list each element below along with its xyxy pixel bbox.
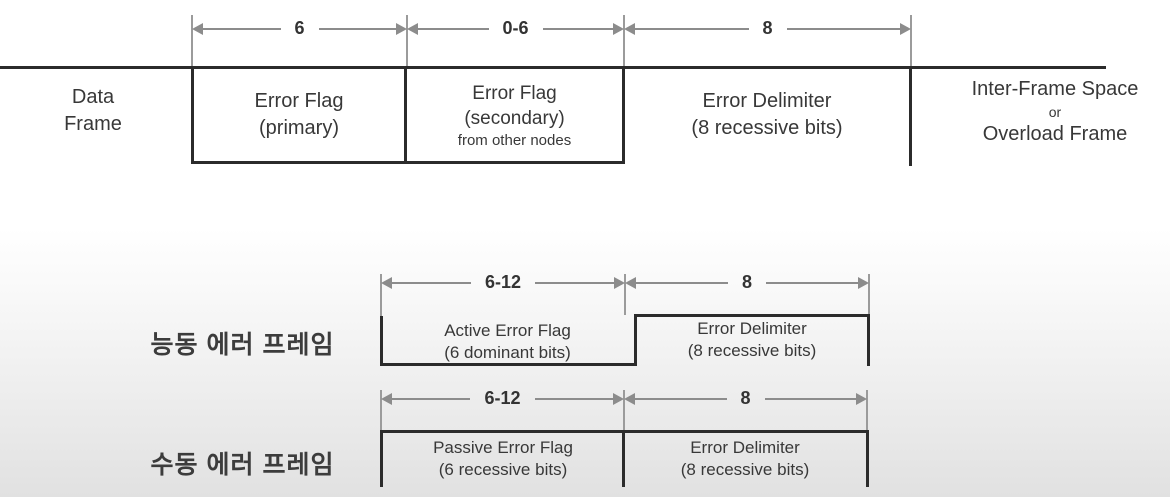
dim-error-flag-primary: 6 — [192, 18, 408, 38]
dim-active-error-flag: 6-12 — [381, 272, 625, 292]
dim-guide — [191, 15, 193, 68]
active-delimiter-line1: Error Delimiter — [697, 319, 807, 338]
arrowhead-right-icon — [396, 23, 408, 35]
passive-delimiter-line1: Error Delimiter — [690, 438, 800, 457]
dim-error-delimiter: 8 — [624, 18, 912, 38]
inter-frame-line2: or — [1048, 104, 1062, 120]
data-frame-line1: Data — [71, 86, 115, 108]
dim-line — [542, 28, 614, 30]
arrowhead-left-icon — [624, 393, 635, 405]
arrowhead-left-icon — [624, 23, 635, 35]
dim-guide — [623, 15, 625, 68]
active-error-flag-label: Active Error Flag (6 dominant bits) — [385, 320, 630, 364]
dim-line — [203, 28, 281, 30]
error-delimiter-label: Error Delimiter (8 recessive bits) — [617, 88, 917, 142]
dim-label: 8 — [762, 17, 773, 38]
dim-line — [318, 28, 397, 30]
arrowhead-left-icon — [625, 277, 636, 289]
passive-flag-right-edge — [622, 430, 625, 487]
dim-guide — [910, 15, 912, 68]
arrowhead-left-icon — [192, 23, 203, 35]
dim-line — [635, 398, 727, 400]
data-frame-line2: Frame — [64, 113, 122, 135]
error-delimiter-line2: (8 recessive bits) — [691, 117, 843, 139]
dim-guide — [406, 15, 408, 68]
dim-guide — [624, 274, 626, 315]
dim-label: 0-6 — [502, 17, 529, 38]
dim-passive-error-delimiter: 8 — [624, 388, 868, 408]
dim-guide — [868, 274, 870, 314]
passive-flag-left-edge — [380, 430, 383, 487]
dim-label: 8 — [740, 387, 751, 408]
dim-line — [764, 398, 857, 400]
dim-active-error-delimiter: 8 — [625, 272, 870, 292]
passive-error-flag-label: Passive Error Flag (6 recessive bits) — [383, 437, 623, 481]
dim-guide — [623, 390, 625, 432]
active-flag-right-edge — [634, 314, 637, 366]
active-delimiter-top-line — [634, 314, 870, 317]
dim-passive-error-flag: 6-12 — [381, 388, 624, 408]
dim-line — [766, 282, 859, 284]
arrowhead-right-icon — [858, 277, 870, 289]
arrowhead-left-icon — [407, 23, 418, 35]
dim-label: 6-12 — [484, 387, 521, 408]
passive-delimiter-line2: (8 recessive bits) — [680, 460, 810, 479]
active-error-delimiter-label: Error Delimiter (8 recessive bits) — [637, 318, 867, 362]
dim-guide — [866, 390, 868, 432]
dim-line — [535, 282, 614, 284]
active-delimiter-right-edge — [867, 314, 870, 366]
arrowhead-right-icon — [900, 23, 912, 35]
passive-error-frame-label: 수동 에러 프레임 — [150, 451, 335, 479]
error-flag-secondary-line2: (secondary) — [464, 107, 565, 129]
error-delimiter-end-line — [909, 66, 912, 166]
active-flag-line2: (6 dominant bits) — [444, 343, 571, 362]
data-frame-label: Data Frame — [18, 84, 168, 138]
error-flag-primary-box: Error Flag (primary) — [191, 66, 407, 164]
dim-label: 6-12 — [484, 271, 522, 292]
passive-delimiter-right-edge — [866, 430, 869, 487]
dim-line — [534, 398, 613, 400]
inter-frame-line1: Inter-Frame Space — [971, 78, 1139, 100]
arrowhead-right-icon — [856, 393, 868, 405]
active-delimiter-line2: (8 recessive bits) — [687, 341, 817, 360]
dim-guide — [380, 274, 382, 316]
dim-label: 8 — [742, 271, 753, 292]
dim-line — [636, 282, 728, 284]
error-flag-primary-line2: (primary) — [259, 117, 339, 139]
active-flag-left-edge — [380, 316, 383, 366]
arrowhead-right-icon — [614, 277, 625, 289]
passive-flag-line1: Passive Error Flag — [433, 438, 573, 457]
active-error-frame-label: 능동 에러 프레임 — [150, 331, 335, 359]
dim-label: 6 — [294, 17, 305, 38]
error-delimiter-line1: Error Delimiter — [702, 90, 832, 112]
dim-line — [635, 28, 749, 30]
dim-error-flag-secondary: 0-6 — [407, 18, 625, 38]
dim-line — [418, 28, 489, 30]
error-flag-secondary-box: Error Flag (secondary) from other nodes — [407, 66, 625, 164]
error-flag-primary-line1: Error Flag — [254, 90, 344, 112]
active-flag-bottom-line — [380, 363, 637, 366]
error-flag-secondary-note: from other nodes — [457, 131, 572, 149]
dim-line — [392, 282, 471, 284]
passive-error-delimiter-label: Error Delimiter (8 recessive bits) — [625, 437, 865, 481]
error-flag-secondary-line1: Error Flag — [472, 82, 557, 104]
arrowhead-left-icon — [381, 277, 392, 289]
arrowhead-left-icon — [381, 393, 392, 405]
arrowhead-right-icon — [613, 393, 624, 405]
inter-frame-line3: Overload Frame — [982, 123, 1128, 145]
dim-line — [392, 398, 471, 400]
inter-frame-space-label: Inter-Frame Space or Overload Frame — [935, 76, 1170, 148]
dim-guide — [380, 390, 382, 432]
passive-flag-line2: (6 recessive bits) — [438, 460, 568, 479]
active-flag-line1: Active Error Flag — [444, 321, 571, 340]
dim-line — [786, 28, 901, 30]
arrowhead-right-icon — [613, 23, 625, 35]
